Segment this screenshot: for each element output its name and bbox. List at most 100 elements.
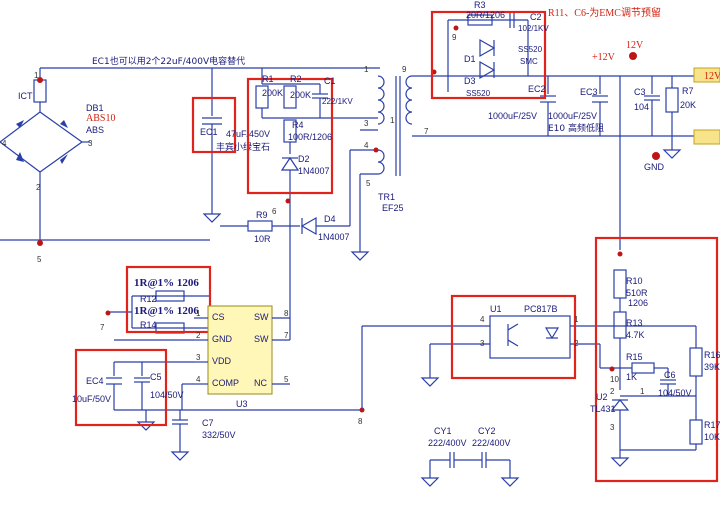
svg-text:SW: SW — [254, 312, 269, 322]
svg-text:1: 1 — [364, 65, 369, 74]
ec1-note2: 丰宾小绿宝石 — [216, 141, 270, 153]
svg-text:C6: C6 — [664, 370, 676, 380]
svg-text:1N4007: 1N4007 — [318, 232, 350, 242]
svg-text:D4: D4 — [324, 214, 336, 224]
tr1-label: TR1 — [378, 192, 395, 202]
controller-u3 — [114, 305, 362, 411]
svg-text:C7: C7 — [202, 418, 214, 428]
svg-text:COMP: COMP — [212, 378, 239, 388]
svg-text:12V: 12V — [704, 71, 720, 82]
db1-part: ABS10 — [86, 113, 115, 124]
svg-text:20K: 20K — [680, 100, 696, 110]
svg-text:3: 3 — [88, 139, 93, 148]
bridge-diamond — [0, 111, 84, 173]
svg-text:SS520: SS520 — [518, 45, 543, 54]
svg-text:10R: 10R — [254, 234, 271, 244]
svg-text:2: 2 — [196, 331, 201, 340]
svg-text:39K: 39K — [704, 362, 720, 372]
svg-text:GND: GND — [212, 334, 233, 344]
svg-text:3: 3 — [196, 353, 201, 362]
bridge-rectifier — [0, 67, 380, 241]
output-diode-highlight-box — [430, 10, 547, 100]
transformer-tr1 — [349, 75, 560, 261]
svg-text:C5: C5 — [150, 372, 162, 382]
svg-text:222/1KV: 222/1KV — [322, 97, 353, 106]
svg-text:102/1KV: 102/1KV — [518, 24, 549, 33]
svg-text:EC2: EC2 — [528, 84, 546, 94]
svg-text:SW: SW — [254, 334, 269, 344]
gnd-label: GND — [644, 162, 665, 172]
svg-text:SMC: SMC — [520, 57, 538, 66]
sense-highlight-box — [125, 265, 212, 334]
svg-text:1R@1% 1206: 1R@1% 1206 — [134, 277, 199, 289]
svg-text:C2: C2 — [530, 12, 542, 22]
svg-text:200K: 200K — [262, 88, 283, 98]
svg-text:EC4: EC4 — [86, 376, 104, 386]
feedback-network — [599, 269, 703, 467]
svg-text:EC3: EC3 — [580, 87, 598, 97]
svg-text:7: 7 — [424, 127, 429, 136]
tr1-core: EF25 — [382, 203, 404, 213]
svg-text:R9: R9 — [256, 210, 268, 220]
svg-text:R4: R4 — [292, 120, 304, 130]
svg-text:U2: U2 — [596, 392, 608, 402]
svg-text:R10: R10 — [626, 276, 643, 286]
svg-text:1: 1 — [390, 116, 395, 125]
svg-text:4: 4 — [196, 375, 201, 384]
u3-label: U3 — [236, 399, 248, 409]
svg-text:R7: R7 — [682, 86, 694, 96]
svg-text:7: 7 — [100, 323, 105, 332]
svg-text:1: 1 — [34, 71, 39, 80]
svg-text:1: 1 — [196, 309, 201, 318]
rail-12v-label: 12V — [626, 40, 644, 51]
svg-text:332/50V: 332/50V — [202, 430, 236, 440]
svg-text:NC: NC — [254, 378, 267, 388]
svg-text:4: 4 — [480, 315, 485, 324]
svg-text:CY2: CY2 — [478, 426, 496, 436]
svg-text:6: 6 — [272, 207, 277, 216]
svg-text:2: 2 — [610, 387, 615, 396]
svg-text:20R/1206: 20R/1206 — [466, 10, 505, 20]
fuse-label: ICT — [18, 91, 33, 101]
svg-text:1N4007: 1N4007 — [298, 166, 330, 176]
svg-text:2: 2 — [574, 339, 579, 348]
svg-text:C1: C1 — [324, 76, 336, 86]
vdd-caps-highlight-box — [74, 348, 168, 427]
svg-text:222/400V: 222/400V — [472, 438, 511, 448]
svg-text:10: 10 — [610, 375, 619, 384]
ec1-ref: EC1 — [200, 127, 218, 137]
svg-text:R17: R17 — [704, 420, 720, 430]
svg-text:4: 4 — [2, 139, 7, 148]
svg-text:R13: R13 — [626, 318, 643, 328]
svg-text:CS: CS — [212, 312, 225, 322]
rail-plus12-label: +12V — [592, 52, 616, 63]
svg-text:1R@1% 1206: 1R@1% 1206 — [134, 305, 199, 317]
fuse-symbol — [33, 79, 47, 103]
svg-text:5: 5 — [366, 179, 371, 188]
optocoupler-u1 — [361, 315, 620, 410]
svg-text:222/400V: 222/400V — [428, 438, 467, 448]
svg-text:10K: 10K — [704, 432, 720, 442]
svg-text:R14: R14 — [140, 320, 157, 330]
svg-text:U1: U1 — [490, 304, 502, 314]
svg-text:200K: 200K — [290, 90, 311, 100]
opto-highlight-box — [450, 294, 577, 380]
db1-part2: ABS — [86, 125, 104, 135]
svg-text:104/50V: 104/50V — [150, 390, 184, 400]
svg-text:9: 9 — [452, 33, 457, 42]
svg-text:R3: R3 — [474, 0, 486, 10]
svg-text:R15: R15 — [626, 352, 643, 362]
ec1-capacitor — [202, 68, 222, 223]
svg-text:3: 3 — [610, 423, 615, 432]
svg-text:1206: 1206 — [628, 298, 648, 308]
svg-text:7: 7 — [284, 331, 289, 340]
svg-text:4: 4 — [364, 141, 369, 150]
emc-note: R11、C6-为EMC调节预留 — [548, 6, 661, 19]
svg-text:1000uF/25V: 1000uF/25V — [548, 111, 597, 121]
svg-text:510R: 510R — [626, 288, 648, 298]
svg-text:1: 1 — [574, 315, 579, 324]
ec1-highlight-box — [191, 96, 237, 154]
y-capacitors — [420, 452, 520, 487]
svg-text:R16: R16 — [704, 350, 720, 360]
